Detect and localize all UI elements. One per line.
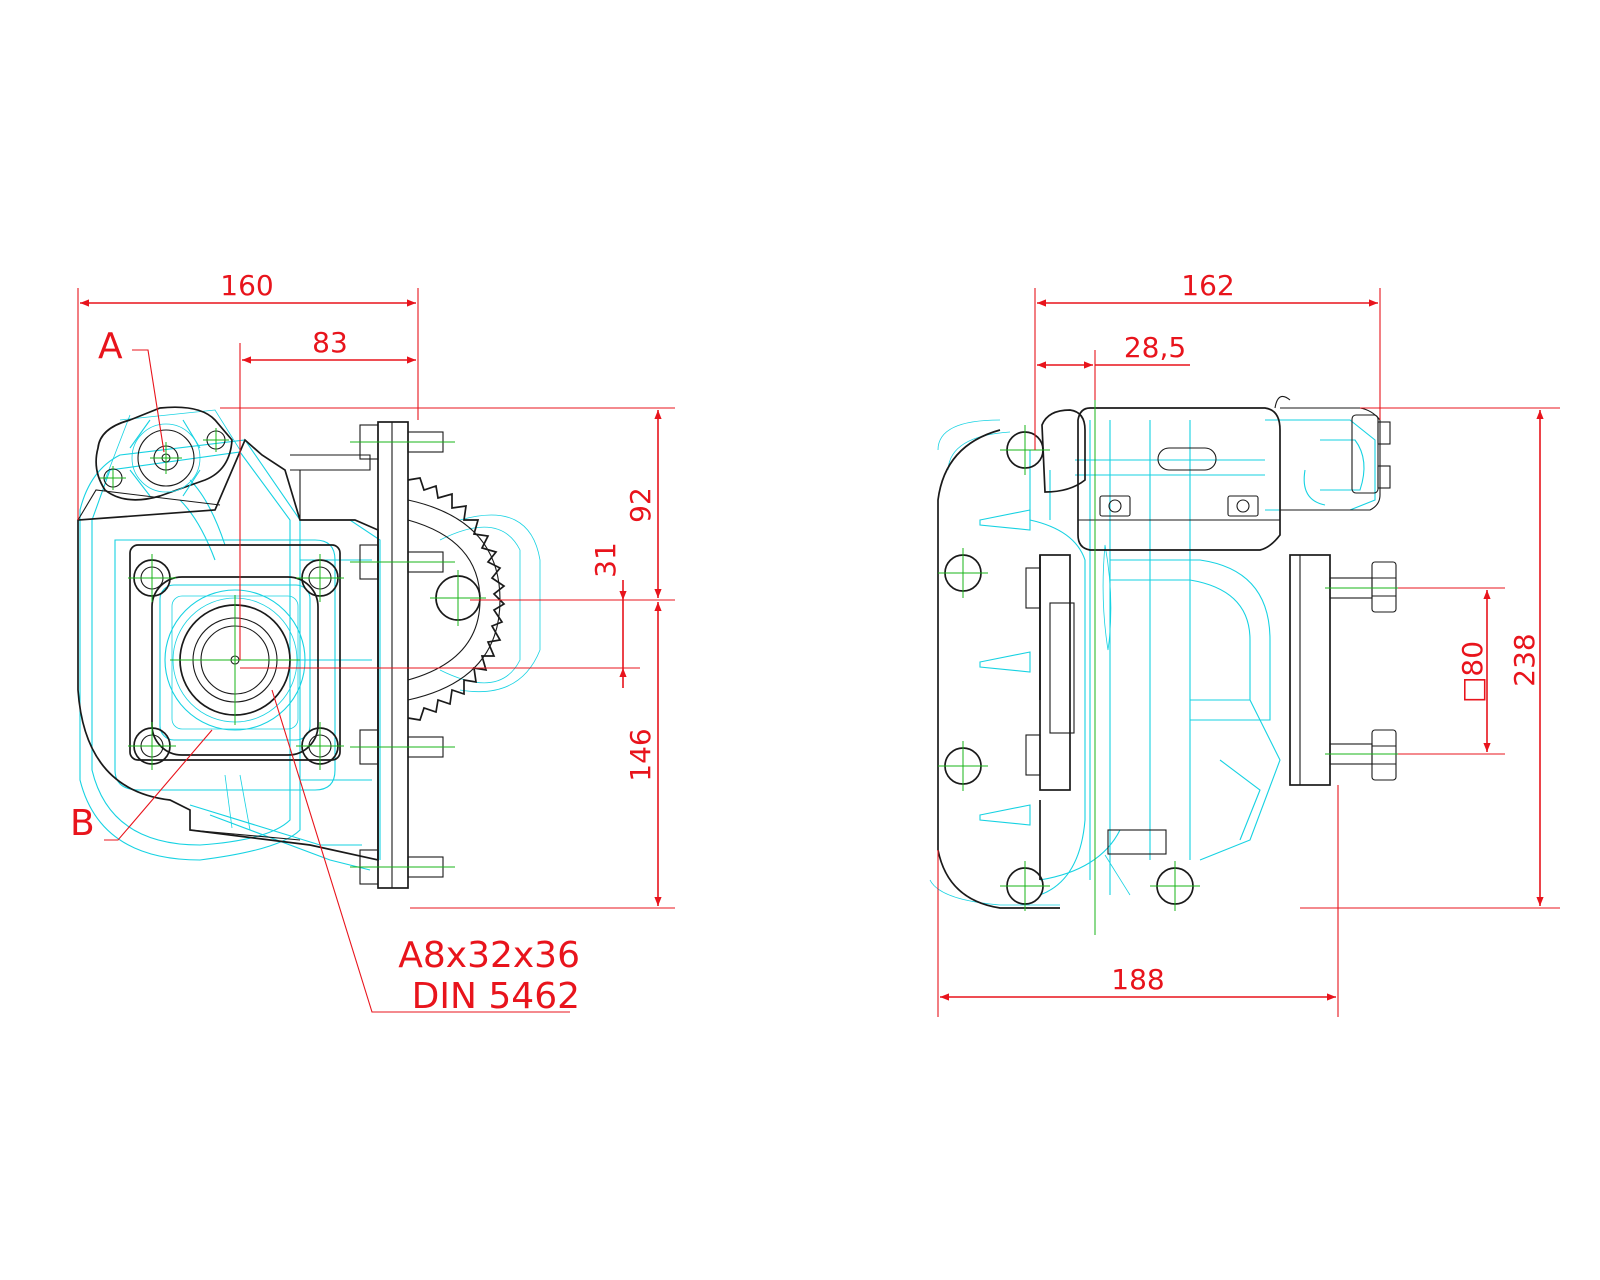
- right-view-dimensions: 162 28,5 188 □80 238: [937, 269, 1560, 1017]
- label-b: B: [70, 803, 95, 844]
- flange-stud-3: [350, 729, 455, 765]
- housing-hole-mid-upper: [938, 548, 988, 598]
- right-actuator: [1351, 414, 1391, 494]
- left-view-dimensions: 160 83 92 31 146 A B A8x32x36: [70, 269, 675, 1017]
- flange-bolt-tl: [128, 554, 176, 602]
- housing-hole-bottom-left: [1000, 861, 1050, 911]
- left-view: 160 83 92 31 146 A B A8x32x36: [70, 269, 675, 1017]
- dim-height-lower: 146: [624, 728, 657, 781]
- right-stud-bottom: [1329, 729, 1397, 781]
- housing-hole-bottom-right: [1150, 861, 1200, 911]
- flange-stud-1: [350, 424, 455, 460]
- right-stud-top: [1329, 561, 1397, 613]
- dim-height-upper: 92: [624, 487, 657, 523]
- drive-gear: [407, 477, 506, 721]
- spline-spec-line1: A8x32x36: [398, 935, 580, 976]
- dim-height-total: 238: [1508, 633, 1541, 686]
- flange-stud-4: [350, 849, 455, 885]
- flange-bolt-bl: [128, 722, 176, 770]
- left-view-outline: [77, 406, 506, 889]
- housing-hole-top: [1000, 425, 1050, 475]
- body-bolt-left: [1099, 495, 1131, 517]
- flange-bolt-tr: [296, 554, 344, 602]
- flange-stud-2: [350, 544, 455, 580]
- right-view-hidden-lines: [929, 419, 1376, 906]
- dim-square: □80: [1456, 641, 1489, 703]
- dim-offset-right: 28,5: [1124, 331, 1186, 364]
- body-bolt-right: [1227, 495, 1259, 517]
- left-view-hidden-lines: [79, 409, 541, 871]
- right-view-outline: [937, 395, 1397, 911]
- dim-width-bottom: 188: [1111, 963, 1164, 996]
- dim-offset: 31: [589, 542, 622, 578]
- dim-width-total: 160: [220, 269, 273, 302]
- flange-bolt-br: [296, 722, 344, 770]
- dim-width-top: 162: [1181, 269, 1234, 302]
- spline-spec-line2: DIN 5462: [412, 976, 580, 1017]
- actuator-a: [95, 406, 233, 501]
- dim-width-shaft: 83: [312, 326, 348, 359]
- right-view: 162 28,5 188 □80 238: [929, 269, 1560, 1017]
- label-a: A: [98, 326, 123, 367]
- housing-hole-mid-lower: [938, 741, 988, 791]
